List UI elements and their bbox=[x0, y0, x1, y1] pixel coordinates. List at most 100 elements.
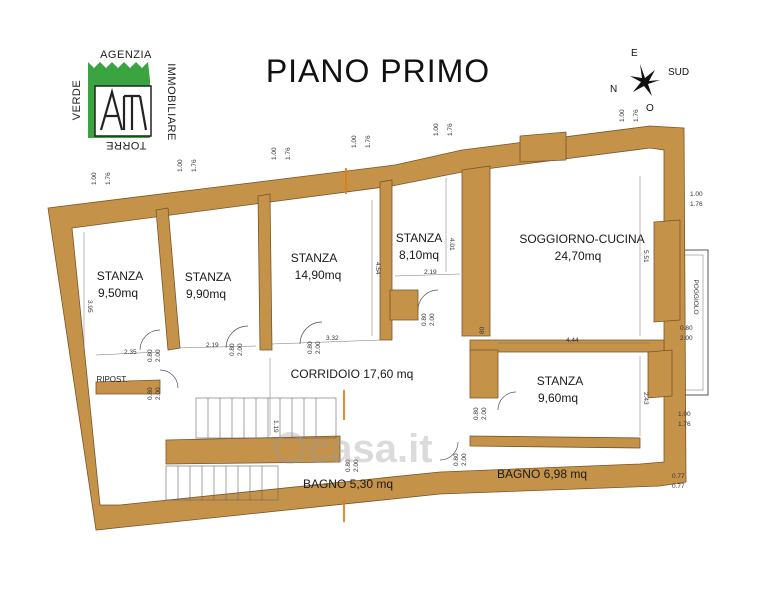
dim-label: 1.76 bbox=[447, 123, 454, 136]
dim-label: 1.00 bbox=[91, 172, 98, 185]
door-swings bbox=[139, 289, 517, 461]
dim-label: 1.00 bbox=[351, 135, 358, 148]
door-swing-7 bbox=[439, 441, 459, 461]
wall-ripost bbox=[95, 379, 161, 395]
logo-monogram bbox=[99, 87, 148, 131]
dim-label: 0.80 bbox=[453, 453, 460, 466]
staircase bbox=[165, 397, 337, 501]
dim-label: 1.76 bbox=[365, 135, 372, 148]
room-1-name: STANZA bbox=[97, 269, 143, 283]
wall-bagno-2-top bbox=[469, 435, 641, 449]
outer-wall bbox=[47, 125, 687, 531]
wall-partition-2 bbox=[257, 193, 273, 351]
balcony-inner bbox=[682, 254, 704, 391]
dim-label: 1.76 bbox=[678, 421, 691, 428]
dim-label: 2.00 bbox=[429, 313, 436, 326]
wall-bagno-1-top bbox=[165, 435, 341, 465]
room-3-area: 14,90mq bbox=[295, 268, 342, 282]
compass-east-label: E bbox=[631, 48, 638, 59]
dim-label: 0.80 bbox=[345, 459, 352, 472]
agency-logo: AGENZIA VERDE IMMOBILIARE TORRE bbox=[71, 49, 177, 151]
wall-window-pier bbox=[519, 131, 567, 163]
room-6-area: 9,60mq bbox=[538, 391, 578, 405]
storage-label: RIPOST. bbox=[96, 375, 127, 384]
wall-pillar bbox=[389, 289, 419, 321]
room-6-name: STANZA bbox=[537, 374, 583, 388]
dim-label: 2.00 bbox=[315, 341, 322, 354]
compass-star-icon bbox=[630, 64, 660, 96]
watermark: casa.it bbox=[274, 427, 433, 471]
dim-label: 80 bbox=[479, 326, 486, 334]
stair-flight-lower bbox=[165, 465, 279, 501]
corridor-label: CORRIDOIO 17,60 mq bbox=[291, 367, 414, 381]
bathroom-1-label: BAGNO 5,30 mq bbox=[303, 477, 393, 491]
door-swing-5 bbox=[159, 369, 179, 389]
watermark-text: casa.it bbox=[308, 427, 433, 471]
dim-label: 1.76 bbox=[285, 147, 292, 160]
room-2-area: 9,90mq bbox=[186, 287, 226, 301]
plan-title: PIANO PRIMO bbox=[266, 53, 490, 89]
bathroom-2-label: BAGNO 6,98 mq bbox=[497, 467, 587, 481]
dim-label: 0.80 bbox=[147, 387, 154, 400]
dim-label: 3.32 bbox=[326, 335, 339, 342]
compass-rose: E SUD N O bbox=[610, 48, 689, 114]
dim-label: 3.95 bbox=[86, 300, 93, 313]
door-swing-2 bbox=[225, 325, 249, 349]
dim-label: 0.77 bbox=[672, 483, 685, 490]
logo-text-top: AGENZIA bbox=[100, 49, 152, 61]
dim-label: 2.00 bbox=[155, 349, 162, 362]
dim-label: 0.77 bbox=[672, 473, 685, 480]
wall-partition-3 bbox=[379, 179, 393, 341]
dim-label: 0.80 bbox=[473, 407, 480, 420]
compass-west-label: O bbox=[646, 103, 654, 114]
watermark-logo-icon bbox=[274, 432, 306, 464]
room-4-name: STANZA bbox=[396, 231, 442, 245]
door-swing-3 bbox=[299, 321, 323, 345]
dim-label: 2.00 bbox=[353, 459, 360, 472]
dim-label: 4.54 bbox=[374, 262, 381, 275]
dim-label: 1.76 bbox=[633, 109, 640, 122]
door-swing-6 bbox=[497, 391, 517, 411]
dim-label: 2.00 bbox=[237, 343, 244, 356]
dim-label: 2.00 bbox=[461, 453, 468, 466]
dim-label: 1.76 bbox=[191, 159, 198, 172]
dim-label: 1.76 bbox=[105, 172, 112, 185]
dimension-lines bbox=[83, 176, 650, 436]
wall-partition-1 bbox=[155, 207, 181, 351]
dim-label: 2.35 bbox=[124, 349, 137, 356]
dim-label: 1.00 bbox=[619, 109, 626, 122]
dim-label: 5.51 bbox=[642, 250, 649, 263]
dim-label: 1.00 bbox=[678, 411, 691, 418]
stair-flight-upper bbox=[195, 397, 337, 439]
dim-label: 2.00 bbox=[481, 407, 488, 420]
door-swing-1 bbox=[139, 329, 161, 351]
walls bbox=[47, 125, 687, 531]
logo-text-bottom: TORRE bbox=[106, 139, 147, 151]
opening-markers bbox=[343, 168, 347, 522]
room-2-name: STANZA bbox=[185, 270, 231, 284]
dim-label: 1.00 bbox=[177, 159, 184, 172]
wall-stanza-left bbox=[469, 349, 499, 399]
dim-label: 0.80 bbox=[147, 349, 154, 362]
door-swing-4 bbox=[417, 289, 439, 311]
dim-label: 2.00 bbox=[155, 387, 162, 400]
dim-label: 1.00 bbox=[690, 191, 703, 198]
dim-label: 2.19 bbox=[424, 269, 437, 276]
wall-partition-4 bbox=[461, 165, 491, 337]
dim-label: 4.44 bbox=[566, 337, 579, 344]
dim-label: 2.43 bbox=[642, 392, 649, 405]
dim-label: 1.76 bbox=[690, 201, 703, 208]
dim-label: 4.01 bbox=[448, 238, 455, 251]
dim-label: 1.00 bbox=[433, 123, 440, 136]
room-1-area: 9,50mq bbox=[98, 286, 138, 300]
dim-label: 1.00 bbox=[271, 147, 278, 160]
room-4-area: 8,10mq bbox=[399, 248, 439, 262]
wall-east-pier-2 bbox=[647, 349, 673, 399]
dim-label: 1.19 bbox=[272, 420, 279, 433]
room-5-name: SOGGIORNO-CUCINA bbox=[519, 232, 644, 246]
dim-label: 0.80 bbox=[421, 313, 428, 326]
dim-label: 0.80 bbox=[680, 325, 693, 332]
dim-label: 2.19 bbox=[206, 342, 219, 349]
logo-text-right: IMMOBILIARE bbox=[165, 63, 177, 141]
